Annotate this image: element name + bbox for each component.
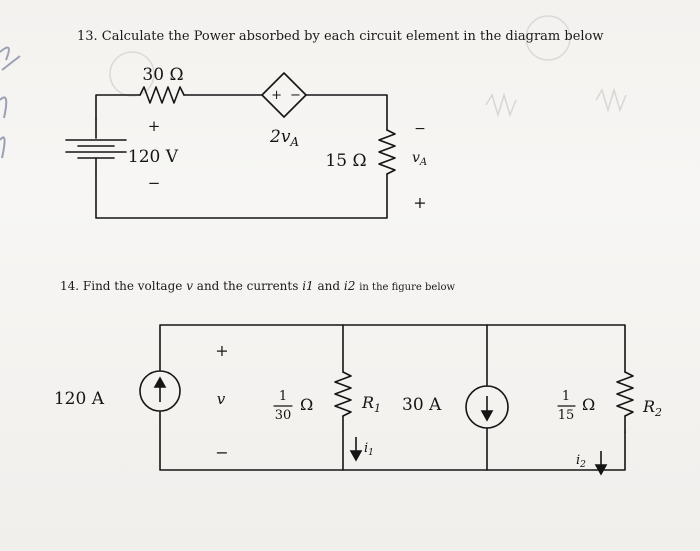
bottom-rail-wire — [159, 411, 626, 471]
ghost-resistor — [485, 92, 517, 118]
resistor-r1 — [334, 371, 352, 417]
ghost-circle — [109, 51, 155, 97]
top-rail-wire — [159, 324, 626, 373]
i1-label: i1 — [364, 441, 374, 458]
resistor-30-label: 30 Ω — [142, 65, 183, 85]
source-120a-label: 120 A — [54, 389, 105, 409]
dependent-minus-sign: − — [290, 88, 301, 103]
v-label: v — [217, 390, 226, 408]
r2-label: R2 — [642, 397, 662, 419]
up-arrow-icon — [153, 376, 167, 388]
resistor-r2 — [616, 371, 634, 417]
g2-denominator: 15 — [558, 408, 575, 423]
ghost-circle — [525, 15, 571, 61]
ghost-resistor — [595, 87, 627, 113]
margin-pen-marks — [0, 46, 21, 159]
wire — [95, 167, 388, 219]
current-source-120a — [139, 370, 181, 412]
va-plus-sign: + — [413, 193, 426, 212]
i2-label: i2 — [576, 453, 586, 470]
i2-arrow-icon — [594, 464, 608, 476]
wire — [95, 94, 141, 120]
dependent-plus-sign: + — [271, 88, 282, 103]
wire — [305, 94, 388, 131]
va-label: vA — [412, 150, 427, 168]
resistor-15-label: 15 Ω — [325, 151, 366, 171]
source-voltage-label: 120 V — [128, 147, 179, 167]
v-minus-sign: − — [215, 443, 228, 462]
source-plus-sign: + — [148, 117, 161, 135]
v-plus-sign: + — [215, 341, 228, 360]
resistor-15-ohm — [378, 129, 396, 175]
source-30a-label: 30 A — [402, 395, 442, 415]
g1-denominator: 30 — [275, 408, 292, 423]
g2-unit: Ω — [582, 395, 595, 414]
down-arrow-icon — [480, 410, 494, 422]
problem-13-text: 13. Calculate the Power absorbed by each… — [77, 29, 604, 44]
r1-label: R1 — [361, 393, 381, 415]
g1-unit: Ω — [300, 395, 313, 414]
i1-arrow-icon — [349, 450, 363, 462]
source-minus-sign: − — [148, 174, 161, 192]
dependent-source-label: 2vA — [269, 127, 299, 149]
problem-14-text: 14. Find the voltage v and the currents … — [60, 279, 456, 293]
resistor-30-ohm — [139, 86, 185, 104]
g1-numerator: 1 — [279, 389, 287, 404]
va-minus-sign: − — [414, 121, 426, 137]
g2-numerator: 1 — [562, 389, 570, 404]
